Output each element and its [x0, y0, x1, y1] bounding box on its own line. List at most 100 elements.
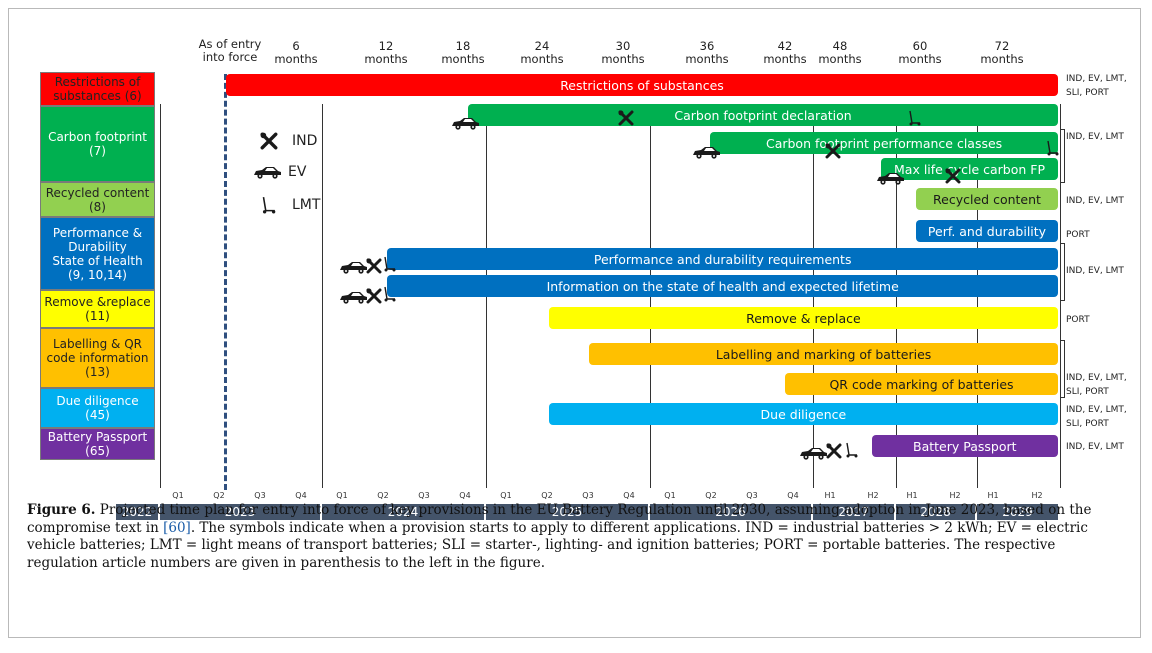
quarter-label: H1 [906, 491, 918, 500]
scooter-icon [1045, 140, 1059, 156]
legend-label: LMT [292, 197, 321, 213]
legend-label: IND [292, 133, 318, 149]
provision-bar: Perf. and durability [916, 220, 1058, 242]
caption-label: Figure 6. [27, 502, 96, 518]
quarter-label: Q4 [787, 491, 799, 500]
legend-item-ind: IND [260, 132, 317, 150]
category-label: Remove &replace (11) [40, 290, 155, 328]
car-icon [338, 290, 368, 304]
category-label: Carbon footprint (7) [40, 106, 155, 182]
application-label: IND, EV, LMT [1066, 132, 1124, 142]
scooter-icon [844, 442, 858, 458]
industrial-icon [366, 288, 382, 304]
year-label: 2026 [650, 504, 813, 520]
month-header-label: 72 months [980, 39, 1024, 66]
car-icon [798, 446, 828, 460]
legend-item-ev: EV [252, 164, 306, 180]
provision-bar: Battery Passport [871, 435, 1058, 457]
grid-line [322, 104, 323, 488]
quarter-label: H2 [949, 491, 961, 500]
figure-caption: Figure 6. Projected time plan for entry … [27, 502, 1117, 572]
quarter-label: Q1 [172, 491, 184, 500]
provision-bar: Recycled content [916, 188, 1058, 210]
quarter-label: Q4 [295, 491, 307, 500]
quarter-label: Q2 [377, 491, 389, 500]
application-label: IND, EV, LMT [1066, 266, 1124, 276]
year-label: 2023 [160, 504, 322, 520]
month-header-label: 30 months [601, 39, 645, 66]
industrial-icon [618, 110, 634, 126]
provision-bar: Remove & replace [548, 307, 1058, 329]
category-label: Due diligence (45) [40, 388, 155, 428]
month-header-label: 42 months [763, 39, 807, 66]
bracket [1060, 340, 1065, 398]
quarter-label: Q1 [336, 491, 348, 500]
car-icon [875, 171, 905, 185]
quarter-label: H2 [867, 491, 879, 500]
year-label: 2029 [977, 504, 1060, 520]
year-label: 2024 [322, 504, 486, 520]
application-label: IND, EV, LMT, SLI, PORT [1066, 405, 1127, 429]
category-label: Performance & Durability State of Health… [40, 217, 155, 290]
industrial-icon [366, 258, 382, 274]
industrial-icon [825, 143, 841, 159]
bracket [1060, 243, 1065, 301]
month-header-label: 12 months [364, 39, 408, 66]
provision-bar: Restrictions of substances [226, 74, 1058, 96]
quarter-label: Q4 [459, 491, 471, 500]
quarter-label: Q4 [623, 491, 635, 500]
industrial-icon [826, 443, 842, 459]
category-label: Labelling & QR code information (13) [40, 328, 155, 388]
quarter-label: H1 [824, 491, 836, 500]
month-header-label: 6 months [274, 39, 318, 66]
year-label: 2027 [813, 504, 896, 520]
provision-bar: QR code marking of batteries [785, 373, 1058, 395]
quarter-label: Q3 [582, 491, 594, 500]
application-label: IND, EV, LMT [1066, 196, 1124, 206]
scooter-icon [382, 286, 396, 302]
month-header-label: 60 months [898, 39, 942, 66]
year-label: 2022 [116, 504, 160, 520]
application-label: PORT [1066, 315, 1090, 325]
application-label: PORT [1066, 230, 1090, 240]
quarter-label: Q3 [254, 491, 266, 500]
grid-line [160, 104, 161, 488]
month-header-label: 18 months [441, 39, 485, 66]
provision-bar: Labelling and marking of batteries [589, 343, 1058, 365]
quarter-label: Q1 [664, 491, 676, 500]
quarter-label: H2 [1031, 491, 1043, 500]
month-header-label: 48 months [818, 39, 862, 66]
month-header-label: 24 months [520, 39, 564, 66]
legend-item-lmt: LMT [260, 196, 320, 214]
car-icon [338, 260, 368, 274]
category-label: Recycled content (8) [40, 182, 155, 217]
application-label: IND, EV, LMT, SLI, PORT [1066, 373, 1127, 397]
provision-bar: Performance and durability requirements [387, 248, 1058, 270]
quarter-label: Q2 [213, 491, 225, 500]
scooter-icon [260, 196, 276, 214]
car-icon [252, 165, 282, 179]
grid-line [1060, 104, 1061, 488]
application-label: IND, EV, LMT [1066, 442, 1124, 452]
caption-text: . The symbols indicate when a provision … [27, 519, 1088, 571]
caption-text: Projected time plan for entry into force… [27, 502, 1092, 536]
month-header-label: As of entry into force [198, 37, 262, 64]
bracket [1060, 129, 1065, 183]
month-header-label: 36 months [685, 39, 729, 66]
scooter-icon [907, 110, 921, 126]
industrial-icon [260, 132, 278, 150]
quarter-label: Q1 [500, 491, 512, 500]
figure-frame [8, 8, 1141, 638]
entry-into-force-line [224, 74, 227, 490]
quarter-label: Q3 [418, 491, 430, 500]
application-label: IND, EV, LMT, SLI, PORT [1066, 74, 1127, 98]
category-label: Restrictions of substances (6) [40, 72, 155, 106]
caption-reference-link[interactable]: [60] [163, 519, 191, 536]
quarter-label: H1 [987, 491, 999, 500]
provision-bar: Due diligence [548, 403, 1058, 425]
provision-bar: Information on the state of health and e… [387, 275, 1058, 297]
provision-bar: Carbon footprint performance classes [710, 132, 1058, 154]
car-icon [450, 116, 480, 130]
timeline-chart: As of entry into force 6 months 12 months 1… [30, 30, 1140, 520]
provision-bar: Max life cycle carbon FP [881, 158, 1058, 180]
